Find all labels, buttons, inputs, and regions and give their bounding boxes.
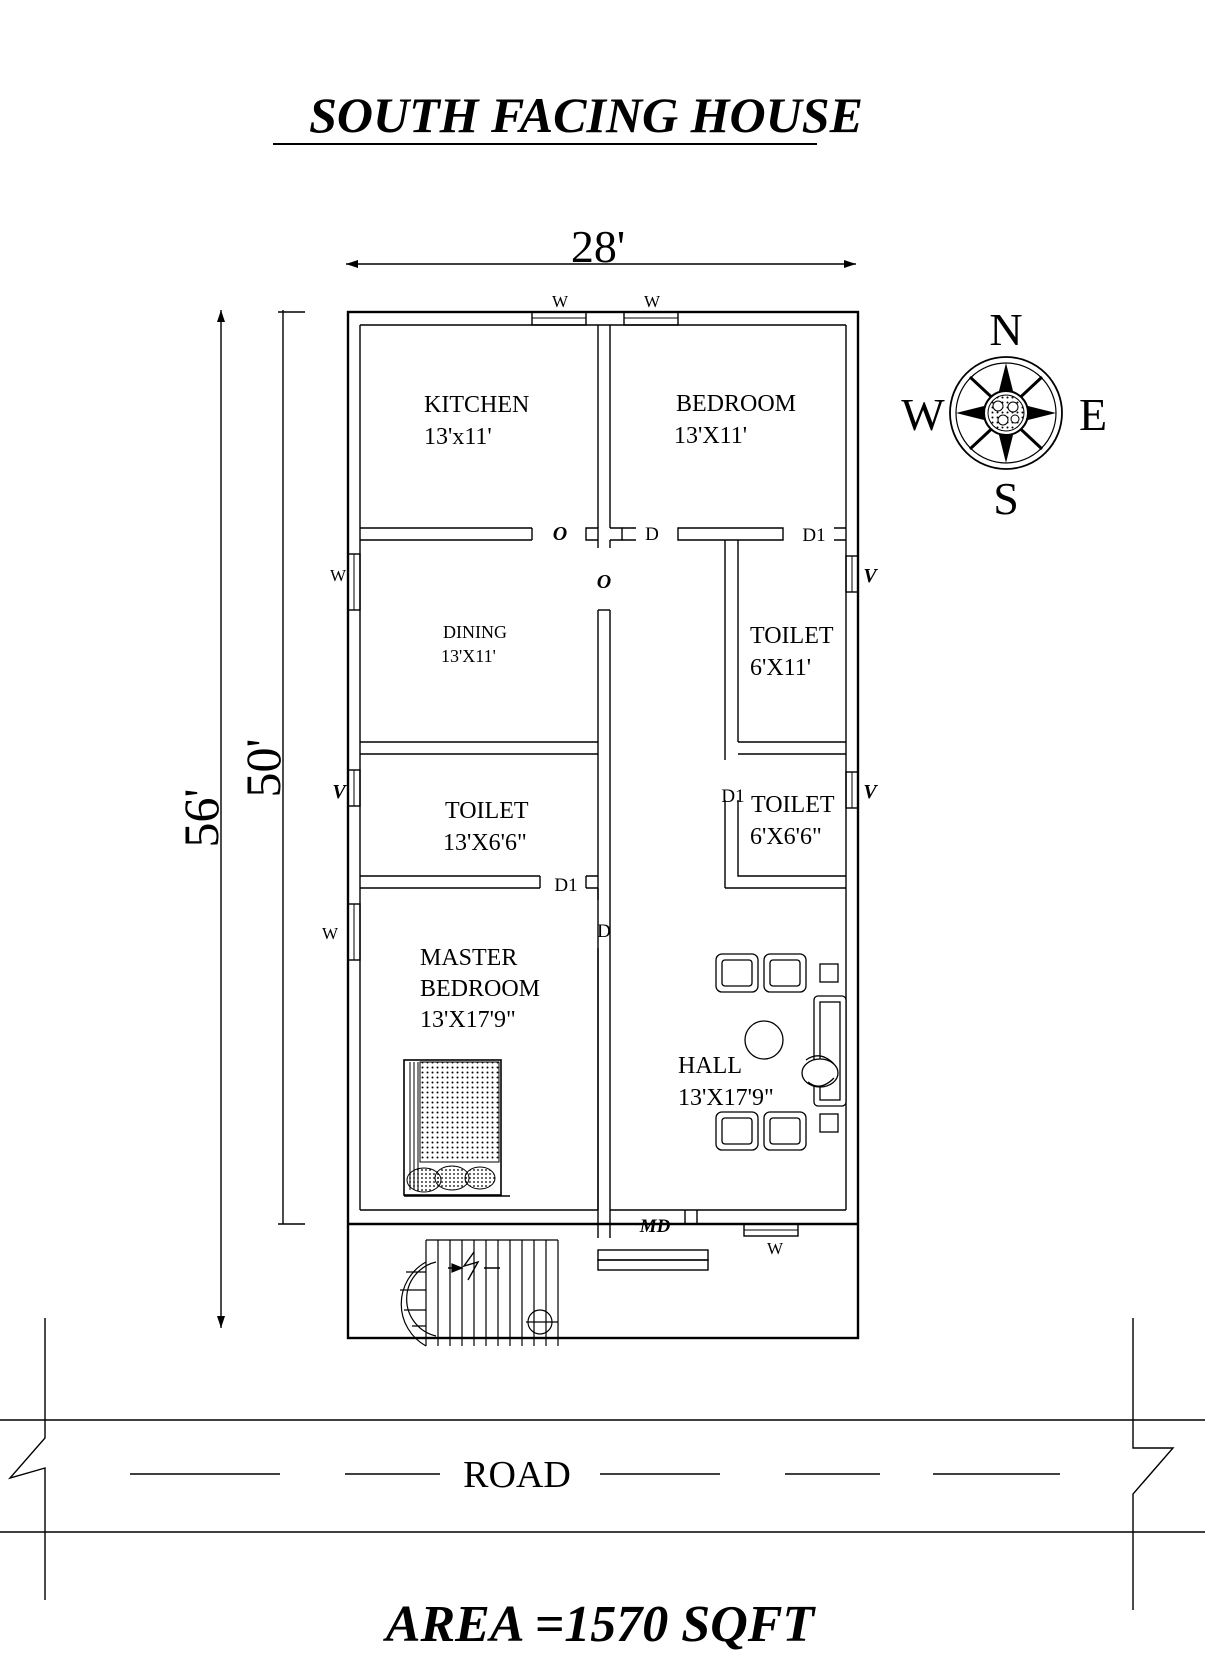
room-toilet-right-upper-name: TOILET — [750, 623, 834, 649]
room-dining-name: DINING — [443, 622, 507, 642]
depth-dimension-total: 56' — [173, 310, 229, 1328]
svg-text:V: V — [863, 781, 878, 803]
room-toilet-left: TOILET 13'X6'6" — [443, 798, 529, 856]
compass-south: S — [993, 473, 1019, 524]
depth-house-label: 50' — [235, 738, 291, 797]
room-toilet-right-upper-size: 6'X11' — [750, 655, 811, 681]
room-bedroom: BEDROOM 13'X11' — [674, 391, 796, 449]
bed-icon — [403, 1059, 510, 1197]
room-toilet-right-lower-name: TOILET — [751, 792, 835, 818]
svg-text:V: V — [863, 565, 878, 587]
window-kitchen-top: W — [531, 292, 587, 326]
room-master-bedroom-size: 13'X17'9" — [420, 1007, 516, 1033]
staircase-icon — [400, 1239, 559, 1347]
compass-west: W — [901, 389, 945, 440]
room-bedroom-size: 13'X11' — [674, 423, 747, 449]
svg-text:W: W — [644, 292, 661, 311]
door-toilet-right-lower-label: D1 — [721, 786, 744, 807]
door-master-bedroom-label: D — [597, 921, 611, 942]
svg-text:W: W — [552, 292, 569, 311]
door-toilet-left-label: D1 — [554, 875, 577, 896]
compass-north: N — [989, 304, 1022, 355]
svg-text:W: W — [322, 924, 339, 943]
compass-east: E — [1079, 389, 1107, 440]
compass-icon: N S W E — [901, 304, 1107, 524]
room-master-bedroom-line1: MASTER — [420, 945, 517, 971]
room-hall: HALL 13'X17'9" — [678, 1053, 774, 1111]
room-toilet-right-lower-size: 6'X6'6" — [750, 824, 822, 850]
main-door-label: MD — [639, 1216, 671, 1237]
door-toilet-right-upper-label: D1 — [802, 525, 825, 546]
room-dining-size: 13'X11' — [441, 646, 496, 666]
road-label: ROAD — [463, 1454, 571, 1496]
sofa-chair-icon — [715, 953, 847, 1151]
width-dimension: 28' — [346, 221, 856, 272]
opening-dining-label: O — [597, 571, 611, 593]
window-bedroom-top: W — [623, 292, 679, 326]
room-dining: DINING 13'X11' — [441, 622, 507, 666]
plan-title: SOUTH FACING HOUSE — [309, 87, 863, 143]
depth-dimension-house: 50' — [235, 310, 305, 1225]
main-door: MD — [597, 1210, 709, 1271]
svg-text:W: W — [330, 566, 347, 585]
opening-kitchen-label: O — [553, 523, 567, 545]
interior-walls — [360, 325, 846, 1210]
ventilator-toilet-right-lower: V — [845, 771, 878, 809]
room-hall-name: HALL — [678, 1053, 742, 1079]
ventilator-toilet-right-upper: V — [845, 555, 878, 593]
window-hall-front: W — [743, 1223, 799, 1258]
outer-wall — [346, 310, 860, 1340]
room-toilet-right-upper: TOILET 6'X11' — [750, 623, 834, 681]
room-master-bedroom-line2: BEDROOM — [420, 976, 540, 1002]
room-kitchen-name: KITCHEN — [424, 392, 529, 418]
window-master-bedroom-left: W — [322, 903, 361, 961]
window-dining-left: W — [330, 553, 361, 611]
width-label: 28' — [571, 221, 625, 272]
ventilator-toilet-left: V — [332, 769, 361, 807]
room-kitchen: KITCHEN 13'x11' — [424, 392, 529, 450]
depth-total-label: 56' — [173, 788, 229, 847]
room-toilet-right-lower: TOILET 6'X6'6" — [750, 792, 835, 850]
area-label: AREA =1570 SQFT — [383, 1596, 817, 1653]
svg-text:V: V — [332, 781, 347, 803]
room-kitchen-size: 13'x11' — [424, 424, 492, 450]
road — [0, 1318, 1205, 1610]
door-bedroom-label: D — [645, 524, 659, 545]
svg-text:W: W — [767, 1239, 784, 1258]
room-toilet-left-size: 13'X6'6" — [443, 830, 527, 856]
room-bedroom-name: BEDROOM — [676, 391, 796, 417]
room-hall-size: 13'X17'9" — [678, 1085, 774, 1111]
room-master-bedroom: MASTER BEDROOM 13'X17'9" — [420, 945, 540, 1033]
room-toilet-left-name: TOILET — [445, 798, 529, 824]
